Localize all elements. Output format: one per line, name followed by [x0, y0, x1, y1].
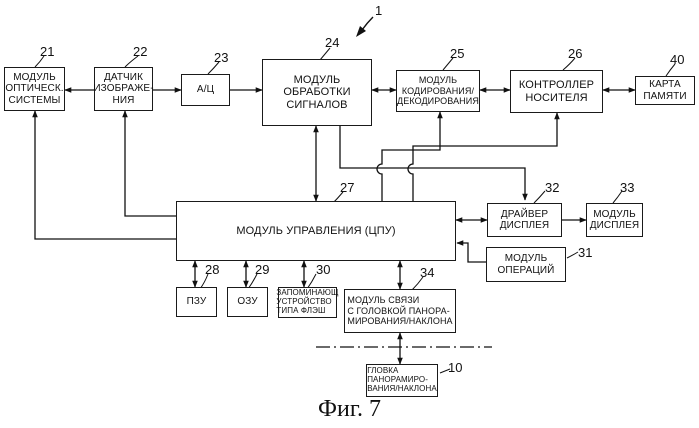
block-signal-processing: МОДУЛЬ ОБРАБОТКИ СИГНАЛОВ — [262, 59, 372, 126]
block-label: ОЗУ — [237, 296, 257, 308]
block-label: КАРТА ПАМЯТИ — [643, 79, 686, 102]
block-label: А/Ц — [197, 84, 214, 96]
line-cpu-26 — [408, 113, 557, 201]
block-memory-card: КАРТА ПАМЯТИ — [635, 76, 695, 105]
ref-34: 34 — [420, 265, 434, 280]
block-label: ДРАЙВЕР ДИСПЛЕЯ — [500, 209, 550, 232]
block-label: ПЗУ — [187, 296, 207, 308]
block-pan-tilt-comm: МОДУЛЬ СВЯЗИ С ГОЛОВКОЙ ПАНОРА- МИРОВАНИ… — [344, 289, 456, 333]
ref-31: 31 — [578, 245, 592, 260]
block-label: ЗАПОМИНАЮЩ УСТРОЙСТВО ТИПА ФЛЭШ — [276, 289, 338, 315]
leader-31 — [567, 252, 578, 258]
ref-25: 25 — [450, 46, 464, 61]
block-label: МОДУЛЬ ОПТИЧЕСК. СИСТЕМЫ — [5, 72, 63, 107]
block-media-controller: КОНТРОЛЛЕР НОСИТЕЛЯ — [510, 70, 603, 113]
figure-ref-arrow — [362, 17, 373, 30]
ref-21: 21 — [40, 44, 54, 59]
figure-number: 1 — [375, 3, 382, 18]
block-cpu: МОДУЛЬ УПРАВЛЕНИЯ (ЦПУ) — [176, 201, 456, 261]
block-adc: А/Ц — [181, 74, 230, 106]
block-label: КОНТРОЛЛЕР НОСИТЕЛЯ — [519, 79, 594, 104]
block-label: МОДУЛЬ КОДИРОВАНИЯ/ ДЕКОДИРОВАНИЯ — [397, 75, 479, 106]
line-cpu-21 — [35, 111, 176, 239]
ref-30: 30 — [316, 262, 330, 277]
ref-27: 27 — [340, 180, 354, 195]
line-cpu-22 — [125, 111, 176, 216]
ref-23: 23 — [214, 50, 228, 65]
block-pan-tilt-head: ГЛОВКА ПАНОРАМИРО- ВАНИЯ/НАКЛОНА — [366, 364, 438, 397]
block-flash-storage: ЗАПОМИНАЮЩ УСТРОЙСТВО ТИПА ФЛЭШ — [278, 287, 337, 318]
block-label: МОДУЛЬ ОБРАБОТКИ СИГНАЛОВ — [283, 74, 350, 112]
ref-10: 10 — [448, 360, 462, 375]
ref-26: 26 — [568, 46, 582, 61]
ref-24: 24 — [325, 35, 339, 50]
line-31-cpu — [457, 243, 486, 262]
block-label: МОДУЛЬ СВЯЗИ С ГОЛОВКОЙ ПАНОРА- МИРОВАНИ… — [347, 295, 452, 326]
block-image-sensor: ДАТЧИК ИЗОБРАЖЕ- НИЯ — [94, 67, 153, 111]
block-label: МОДУЛЬ УПРАВЛЕНИЯ (ЦПУ) — [236, 225, 395, 238]
line-cpu-25 — [377, 112, 440, 201]
block-rom: ПЗУ — [176, 287, 217, 317]
ref-40: 40 — [670, 52, 684, 67]
line-24-32 — [340, 126, 525, 200]
ref-33: 33 — [620, 180, 634, 195]
block-ram: ОЗУ — [227, 287, 268, 317]
ref-32: 32 — [545, 180, 559, 195]
block-label: ГЛОВКА ПАНОРАМИРО- ВАНИЯ/НАКЛОНА — [367, 367, 437, 393]
ref-29: 29 — [255, 262, 269, 277]
block-label: ДАТЧИК ИЗОБРАЖЕ- НИЯ — [93, 72, 153, 107]
block-operations-module: МОДУЛЬ ОПЕРАЦИЙ — [486, 247, 566, 282]
block-label: МОДУЛЬ ДИСПЛЕЯ — [590, 209, 640, 232]
block-display-module: МОДУЛЬ ДИСПЛЕЯ — [586, 203, 643, 237]
block-display-driver: ДРАЙВЕР ДИСПЛЕЯ — [487, 203, 562, 237]
block-label: МОДУЛЬ ОПЕРАЦИЙ — [498, 253, 555, 276]
leader-32 — [534, 191, 545, 203]
block-codec: МОДУЛЬ КОДИРОВАНИЯ/ ДЕКОДИРОВАНИЯ — [396, 70, 480, 112]
ref-22: 22 — [133, 44, 147, 59]
figure-caption: Фиг. 7 — [0, 396, 699, 423]
ref-28: 28 — [205, 262, 219, 277]
block-optical-system-module: МОДУЛЬ ОПТИЧЕСК. СИСТЕМЫ — [4, 67, 65, 111]
